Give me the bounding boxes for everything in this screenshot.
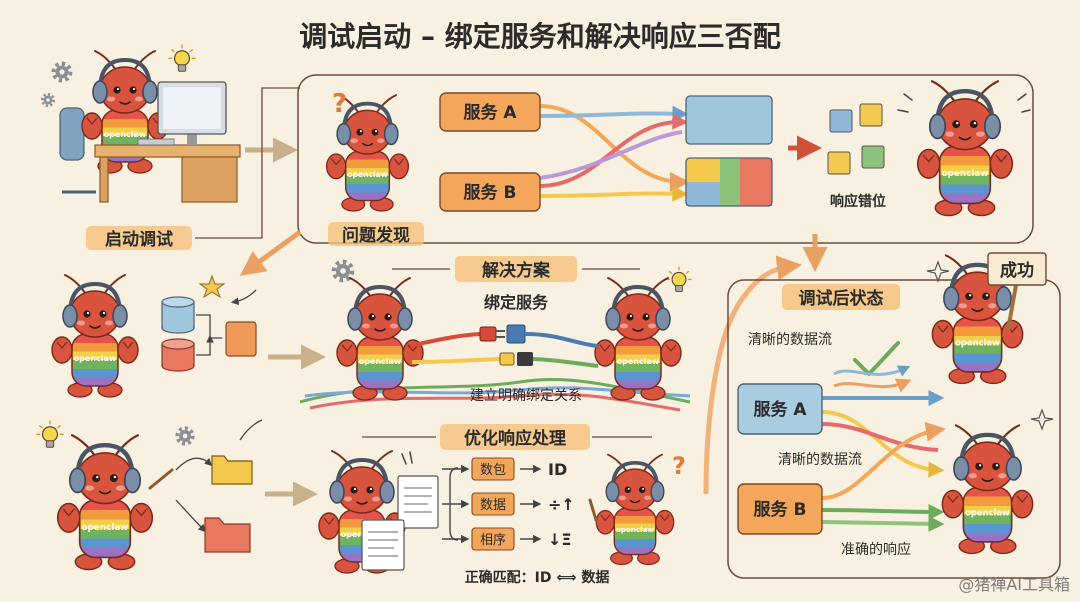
monitor-screen xyxy=(163,87,221,129)
problem-section: ? 问题发现 服务 A 服务 B 响应错位 xyxy=(297,74,1034,246)
flow-mid-label: 清晰的数据流 xyxy=(778,452,862,468)
folder-icon xyxy=(211,455,253,485)
gear-icon xyxy=(175,426,195,446)
after-section: 调试后状态 清晰的数据流 服务 A 清晰的数据流 服务 B 准确的响应 成功 xyxy=(727,252,1061,579)
success-sign xyxy=(987,252,1047,286)
merged-data-box xyxy=(225,321,257,357)
page-title: 调试启动 – 绑定服务和解决响应三否配 xyxy=(299,20,781,53)
list-item: 数据 ÷↑ xyxy=(471,492,575,516)
pen xyxy=(588,498,598,522)
desk-drawer xyxy=(181,156,238,203)
star-icon xyxy=(198,274,226,299)
frustration-marks xyxy=(897,93,1031,113)
response-box-mixed xyxy=(685,157,773,207)
keyboard xyxy=(137,138,175,146)
problem-label: 问题发现 xyxy=(342,225,410,246)
puzzle-icon xyxy=(827,103,885,175)
solution-subtitle: 绑定服务 xyxy=(484,293,549,312)
document-icon xyxy=(361,519,405,571)
after-label: 调试后状态 xyxy=(799,288,884,309)
connector-line xyxy=(195,87,300,239)
service-b-box xyxy=(737,483,823,535)
list-item: 相序 ↓Ξ xyxy=(471,527,572,551)
response-box-blue xyxy=(685,95,773,145)
flow-line xyxy=(539,104,690,192)
label-highlight xyxy=(782,284,900,310)
label-highlight xyxy=(440,424,590,450)
optimize-label: 优化响应处理 xyxy=(464,428,566,449)
binding-caption: 建立明确绑定关系 xyxy=(470,388,582,404)
row-result: ÷↑ xyxy=(548,495,575,514)
list-item: 数包 ID xyxy=(471,457,567,481)
after-frame xyxy=(727,279,1061,579)
service-a-box xyxy=(439,92,541,132)
mismatch-label: 响应错位 xyxy=(830,193,886,210)
flow-line xyxy=(833,378,912,393)
row-tag: 数据 xyxy=(480,498,506,513)
start-scene: 启动调试 xyxy=(40,44,300,250)
success-sign-text: 成功 xyxy=(1000,260,1034,281)
question-icon: ? xyxy=(332,89,347,119)
match-caption: 正确匹配：ID ⟺ 数据 xyxy=(465,569,610,586)
monitor-stand xyxy=(187,134,197,145)
label-highlight xyxy=(328,222,424,246)
service-b-box xyxy=(439,172,541,212)
hint-arrow xyxy=(239,419,263,441)
arrow-to-after-state xyxy=(703,255,802,495)
service-b-label: 服务 B xyxy=(754,499,807,520)
row-result: ID xyxy=(548,460,567,479)
connector-line xyxy=(196,314,222,356)
start-label: 启动调试 xyxy=(105,229,173,250)
gear-icon xyxy=(51,61,73,83)
flow-line xyxy=(175,457,213,471)
files-scene xyxy=(36,419,318,570)
flow-line xyxy=(175,499,207,533)
service-a-box xyxy=(737,383,823,435)
solution-label: 解决方案 xyxy=(482,260,551,281)
flow-line xyxy=(539,185,689,202)
hint-arrow xyxy=(230,289,257,306)
office-chair xyxy=(59,107,85,161)
plug-icon xyxy=(411,352,599,368)
row-arrows xyxy=(442,464,470,544)
flow-line xyxy=(539,113,689,188)
service-a-label: 服务 A xyxy=(753,399,807,420)
optimize-section: 优化响应处理 数包 ID xyxy=(317,424,686,586)
datastore-scene xyxy=(50,273,326,399)
desk-leg xyxy=(99,156,109,203)
watermark: @猪禅AI工具箱 xyxy=(958,575,1070,594)
excitement-marks xyxy=(401,451,413,465)
question-icon: ? xyxy=(672,452,686,480)
solution-section: 解决方案 绑定服务 建立明确绑定关系 xyxy=(299,256,692,412)
database-icon xyxy=(161,338,195,372)
sign-stick xyxy=(1006,284,1018,331)
service-b-label: 服务 B xyxy=(464,182,517,203)
row-result: ↓Ξ xyxy=(548,530,572,549)
flow-line xyxy=(539,130,683,180)
flow-top-label: 清晰的数据流 xyxy=(748,332,832,348)
service-a-label: 服务 A xyxy=(463,102,517,123)
database-icon xyxy=(161,296,195,334)
problem-frame xyxy=(297,74,1034,244)
clean-flows xyxy=(821,390,946,532)
star-icon xyxy=(926,260,950,283)
star-icon xyxy=(1030,408,1054,431)
row-tag: 相序 xyxy=(480,533,506,548)
desk-top xyxy=(94,144,241,158)
document-icon xyxy=(397,475,439,529)
plug-icon xyxy=(409,324,599,348)
label-highlight xyxy=(86,226,192,250)
accurate-response-label: 准确的响应 xyxy=(841,541,911,558)
flow-line xyxy=(833,365,911,377)
flow-line xyxy=(539,105,689,122)
row-tag: 数包 xyxy=(480,463,506,478)
folder-icon xyxy=(204,517,251,553)
tangled-flows xyxy=(539,104,690,202)
label-highlight xyxy=(455,256,577,282)
arrow-to-solution xyxy=(239,229,302,276)
pen xyxy=(148,468,174,490)
